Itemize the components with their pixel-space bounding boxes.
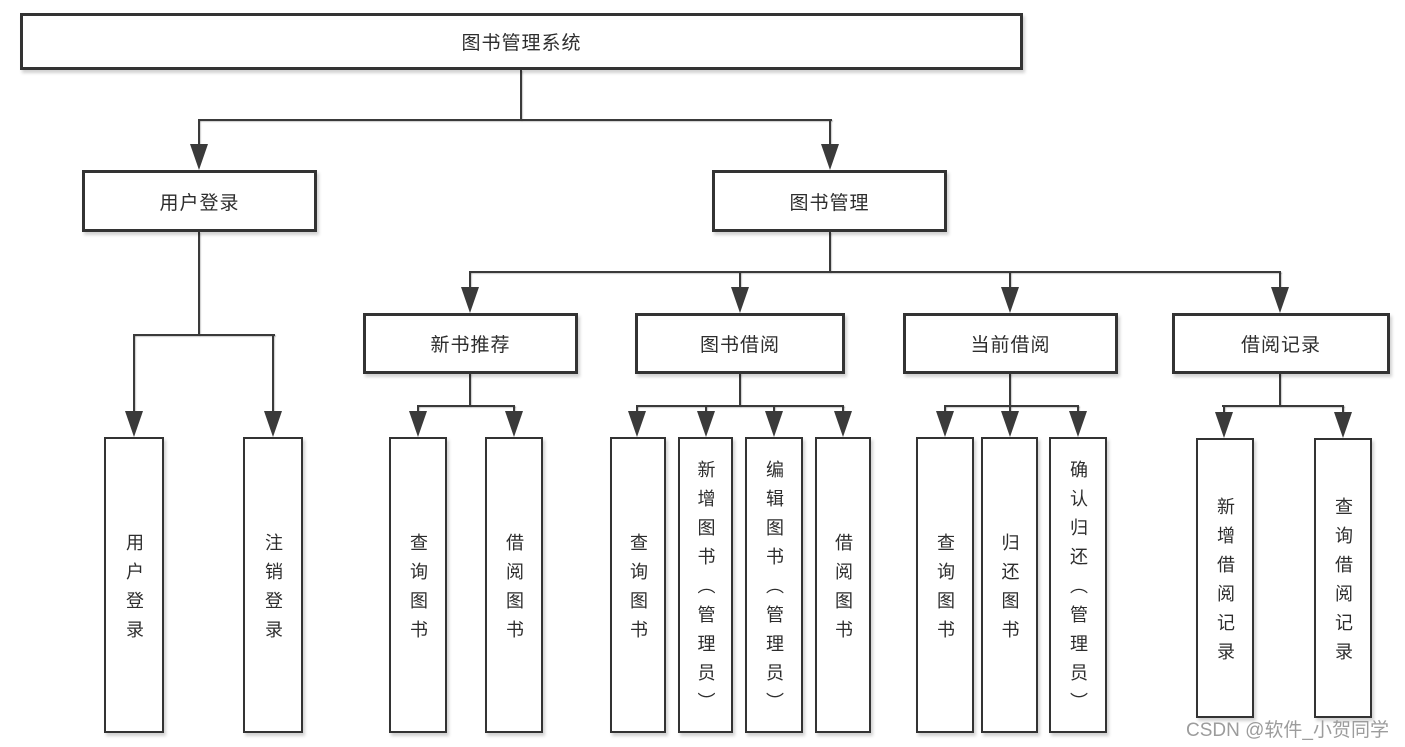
node-label: 归还图书 [999,532,1020,649]
arrowhead-down-icon [190,144,208,170]
node-label: 用户登录 [159,192,240,214]
arrowhead-down-icon [697,411,715,437]
leaf-return-book: 归还图书 [981,437,1038,733]
leaf-add-book-admin: 新增图书（管理员） [678,437,733,733]
connector-line [842,406,844,411]
connector-line [1009,272,1011,287]
connector-line [1222,405,1344,407]
connector-line [1077,406,1079,411]
connector-line [133,334,275,336]
connector-line [829,120,831,144]
connector-line [520,70,522,120]
node-book-management: 图书管理 [712,170,947,232]
connector-line [417,405,515,407]
arrowhead-down-icon [409,411,427,437]
connector-line [272,335,274,411]
connector-line [944,405,1079,407]
node-new-book-recommendation: 新书推荐 [363,313,578,374]
arrowhead-down-icon [1271,287,1289,313]
connector-line [1223,406,1225,412]
connector-line [198,120,200,144]
connector-line [133,335,135,411]
connector-line [1009,406,1011,411]
arrowhead-down-icon [505,411,523,437]
node-label: 新增借阅记录 [1215,496,1235,671]
node-label: 查询图书 [628,532,648,649]
connector-line [1342,406,1344,412]
arrowhead-down-icon [1001,411,1019,437]
connector-line [417,406,419,411]
connector-line [944,406,946,411]
connector-line [1279,272,1281,287]
arrowhead-down-icon [1001,287,1019,313]
leaf-add-borrow-record: 新增借阅记录 [1196,438,1254,718]
leaf-query-book-1: 查询图书 [389,437,447,733]
node-label: 用户登录 [124,532,144,649]
connector-line [198,232,200,335]
arrowhead-down-icon [461,287,479,313]
arrowhead-down-icon [1334,412,1352,438]
arrowhead-down-icon [264,411,282,437]
leaf-query-book-2: 查询图书 [610,437,666,733]
node-borrowing-records: 借阅记录 [1172,313,1390,374]
arrowhead-down-icon [936,411,954,437]
connector-line [636,406,638,411]
node-book-borrowing: 图书借阅 [635,313,845,374]
connector-line [705,406,707,411]
arrowhead-down-icon [731,287,749,313]
arrowhead-down-icon [628,411,646,437]
arrowhead-down-icon [125,411,143,437]
connector-line [739,373,741,406]
leaf-logout: 注销登录 [243,437,303,733]
connector-line [469,271,1281,273]
arrowhead-down-icon [834,411,852,437]
node-label: 借阅图书 [504,532,524,649]
connector-line [829,232,831,272]
leaf-query-borrow-record: 查询借阅记录 [1314,438,1372,718]
node-label: 注销登录 [263,532,283,649]
node-label: 查询借阅记录 [1333,496,1353,671]
connector-line [739,272,741,287]
node-label: 借阅图书 [833,532,853,649]
node-current-borrowing: 当前借阅 [903,313,1118,374]
node-label: 新增图书（管理员） [695,460,716,721]
arrowhead-down-icon [821,144,839,170]
node-label: 当前借阅 [970,335,1051,356]
arrowhead-down-icon [765,411,783,437]
connector-line [1279,373,1281,406]
node-label: 新书推荐 [430,335,511,356]
arrowhead-down-icon [1215,412,1233,438]
connector-line [198,119,832,121]
node-label: 图书管理 [789,192,870,214]
leaf-user-login: 用户登录 [104,437,164,733]
connector-line [469,272,471,287]
connector-line [513,406,515,411]
node-user-login: 用户登录 [82,170,317,232]
node-library-management-system: 图书管理系统 [20,13,1023,70]
leaf-edit-book-admin: 编辑图书（管理员） [745,437,803,733]
node-label: 借阅记录 [1240,335,1321,356]
node-label: 图书管理系统 [461,33,582,54]
connector-line [1009,373,1011,406]
leaf-confirm-return-admin: 确认归还（管理员） [1049,437,1107,733]
node-label: 编辑图书（管理员） [764,460,784,721]
leaf-borrow-book-1: 借阅图书 [485,437,543,733]
node-label: 查询图书 [935,532,955,649]
leaf-borrow-book-2: 借阅图书 [815,437,871,733]
watermark: CSDN @软件_小贺同学 [1186,720,1389,741]
connector-line [469,373,471,406]
node-label: 查询图书 [408,532,428,649]
connector-line [636,405,844,407]
leaf-query-book-3: 查询图书 [916,437,974,733]
arrowhead-down-icon [1069,411,1087,437]
node-label: 图书借阅 [699,335,780,356]
connector-line [773,406,775,411]
node-label: 确认归还（管理员） [1068,460,1088,721]
